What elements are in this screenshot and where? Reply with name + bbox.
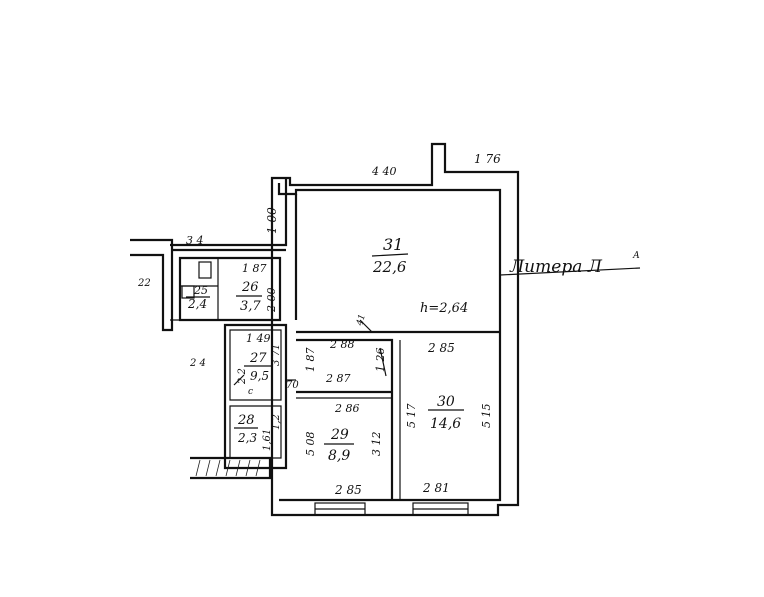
windows <box>314 502 469 516</box>
tick-c: с <box>248 387 253 397</box>
room-27-number: 27 <box>249 351 267 366</box>
dim-top-41: 41 <box>355 313 368 328</box>
room-29: 29 8,9 <box>324 427 354 464</box>
dim-r30-left: 5 17 <box>405 404 418 429</box>
dim-r29top-bottom: 2 87 <box>325 372 351 385</box>
litera-label: Литера Л А <box>509 251 640 277</box>
dim-r29-left: 5 08 <box>304 432 317 457</box>
dim-r27-height: 3 71 <box>271 344 282 366</box>
dimension-labels: 4 40 1 76 1 00 3 4 22 2 4 1 87 2 00 1 49… <box>137 152 501 497</box>
dim-r29top-width: 2 88 <box>329 338 355 351</box>
litera-text: Литера Л <box>509 257 603 277</box>
dim-r28-height2: 1,61 <box>262 429 273 451</box>
dim-left-tower: 1 00 <box>265 207 279 234</box>
dim-r29-right: 3 12 <box>370 432 383 457</box>
dim-r29-bottom: 2 85 <box>334 483 362 497</box>
room-25-area: 2,4 <box>187 297 207 311</box>
dim-door-70: 70 <box>286 380 299 391</box>
outer-walls <box>170 142 520 517</box>
room-26-number: 26 <box>241 280 259 295</box>
room-25: 25 2,4 <box>186 284 210 311</box>
dim-top-wall: 4 40 <box>371 165 397 178</box>
room-29-number: 29 <box>330 427 349 443</box>
dim-left-22: 22 <box>137 278 151 289</box>
room-27: 27 9,5 <box>244 351 272 383</box>
room-28: 28 2,3 <box>234 413 258 445</box>
lower-left-rooms <box>190 323 288 480</box>
dim-r30-right: 5 15 <box>480 404 493 429</box>
room-26: 26 3,7 <box>236 280 262 314</box>
room-31-number: 31 <box>383 235 403 254</box>
dim-left-24: 2 4 <box>189 358 206 369</box>
litera-superscript: А <box>632 251 640 261</box>
left-annex <box>130 238 286 332</box>
internal-walls <box>286 319 500 500</box>
dim-r30-top: 2 85 <box>427 341 455 355</box>
room-28-number: 28 <box>237 413 255 428</box>
room-29-area: 8,9 <box>328 448 350 464</box>
dim-r27-width: 1 49 <box>246 332 271 345</box>
room-31-area: 22,6 <box>372 258 407 276</box>
dim-r29-width-top: 2 86 <box>334 402 360 415</box>
room-27-area: 9,5 <box>250 369 269 383</box>
dim-corridor-top: 3 4 <box>186 234 204 247</box>
dim-r28-height: 1,2 <box>271 414 282 430</box>
height-note: h=2,64 <box>420 301 468 316</box>
litera-leader-line <box>499 267 641 276</box>
room-31: 31 22,6 h=2,64 <box>371 235 468 316</box>
dim-r27-side: 2 2 <box>237 368 248 385</box>
room-28-area: 2,3 <box>237 431 257 445</box>
dim-top-right: 1 76 <box>474 152 501 166</box>
room-25-number: 25 <box>193 284 208 297</box>
dim-r29top-side: 1 87 <box>304 348 317 373</box>
dim-r26-width: 1 87 <box>242 262 267 275</box>
room-26-area: 3,7 <box>240 299 261 314</box>
dim-r26-height: 2 00 <box>265 288 278 314</box>
room-30-area: 14,6 <box>430 416 461 432</box>
dim-r30-bottom: 2 81 <box>422 481 450 495</box>
room-30: 30 14,6 <box>428 394 464 432</box>
room-30-number: 30 <box>437 394 455 410</box>
dim-r29top-right: 1 26 <box>374 348 387 373</box>
